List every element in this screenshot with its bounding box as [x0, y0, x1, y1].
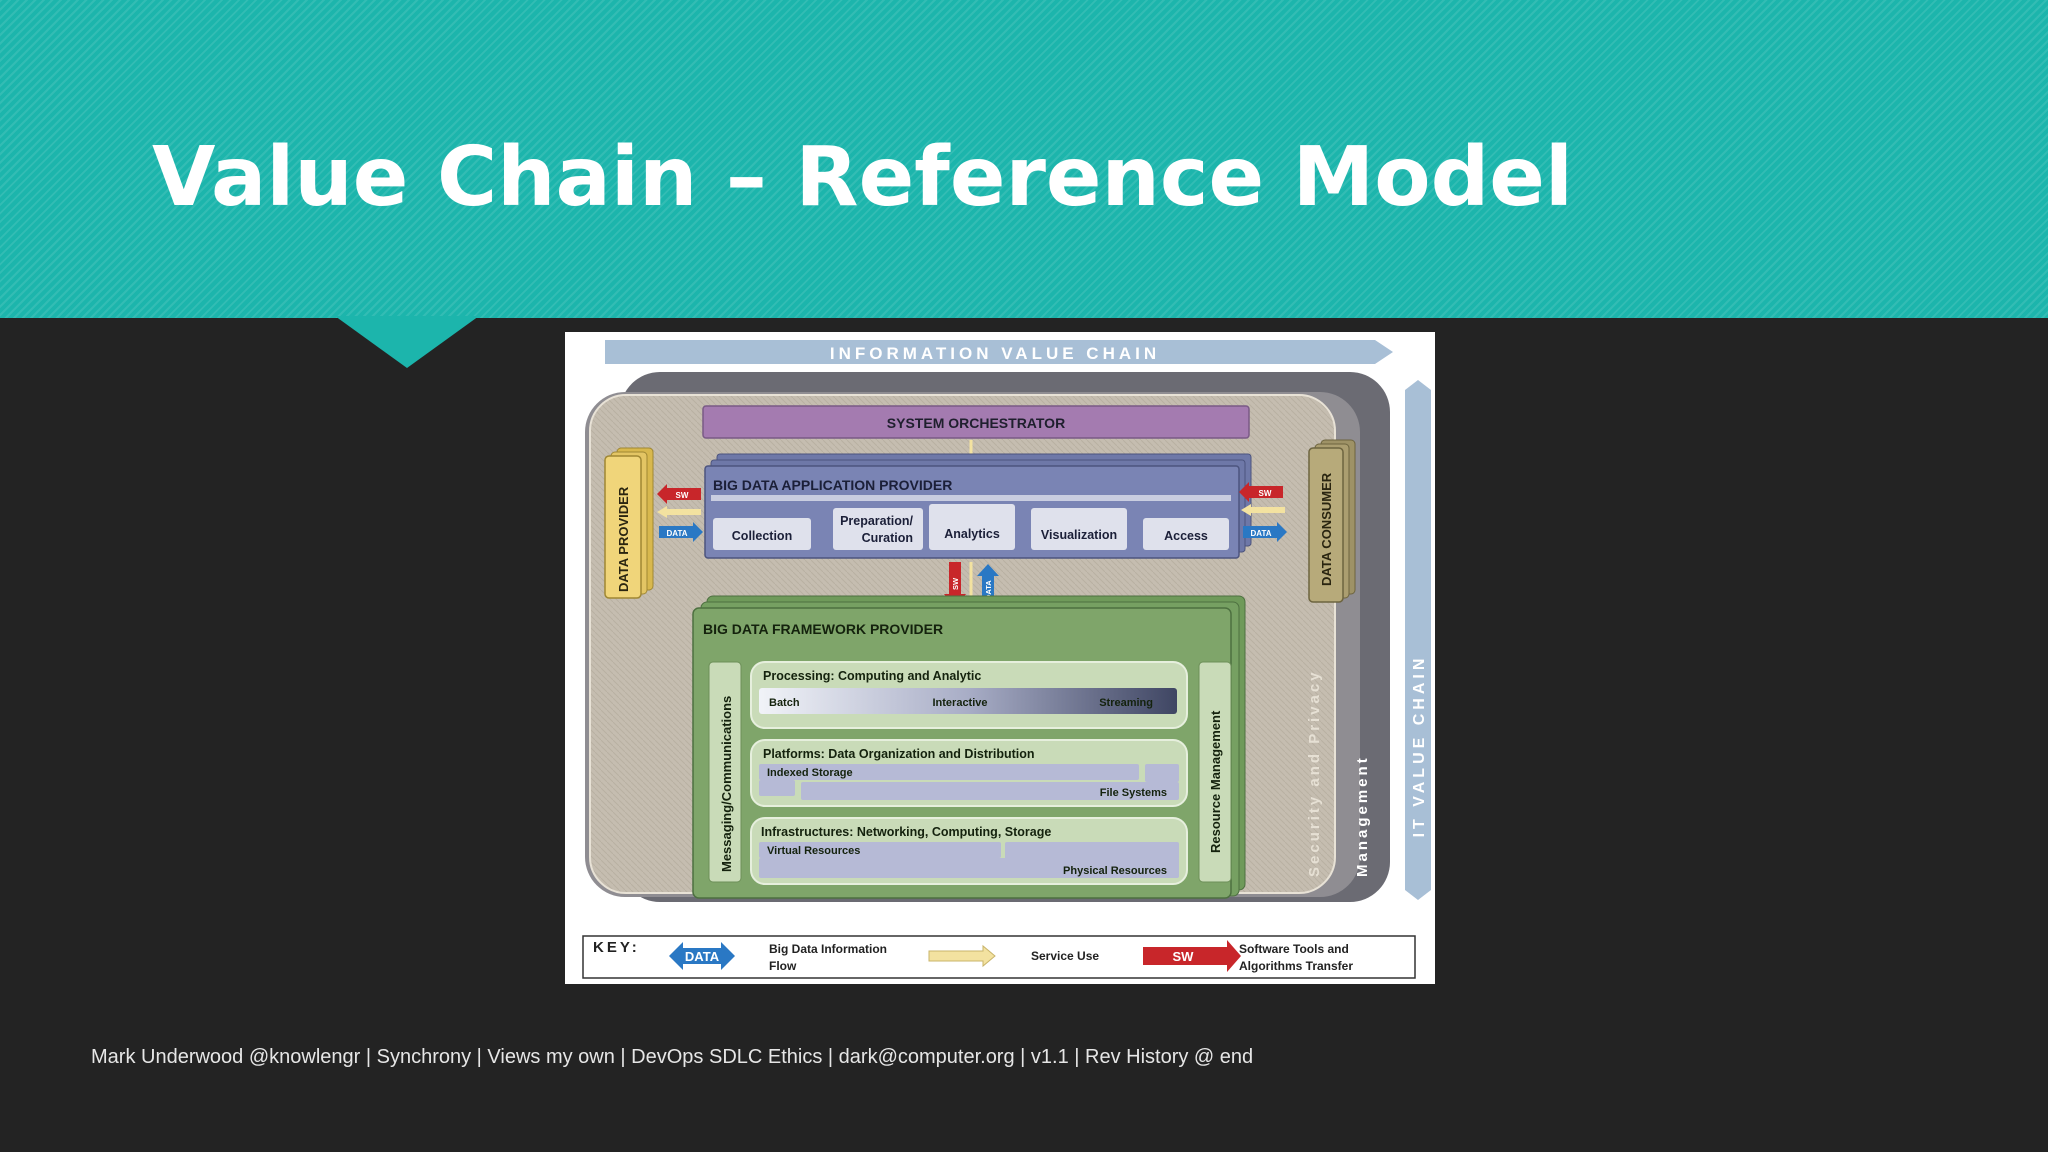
resource-mgmt-box — [1198, 661, 1232, 883]
sw-arrow-left — [657, 484, 701, 504]
file-systems-bar — [801, 782, 1179, 800]
virtual-resources-bar — [759, 842, 1001, 858]
physical-resources-label: Physical Resources — [1063, 865, 1167, 877]
resource-mgmt-label: Resource Management — [1208, 710, 1223, 853]
data-consumer — [1308, 447, 1344, 603]
service-arrow-left — [657, 506, 701, 518]
data-arrow-right-label: DATA — [1250, 529, 1271, 538]
title-banner — [0, 0, 2048, 318]
banner-notch — [335, 316, 479, 368]
data-arrow-vertical-label: DATA — [984, 580, 993, 600]
key-service-arrow — [928, 944, 996, 968]
preparation-label-1: Preparation/ — [840, 514, 913, 528]
indexed-storage-label: Indexed Storage — [767, 767, 853, 779]
collection-label: Collection — [732, 529, 792, 543]
key-sw-desc-1: Software Tools and — [1239, 942, 1349, 956]
file-systems-label: File Systems — [1100, 787, 1167, 799]
key-sw-arrow-label: SW — [1173, 949, 1195, 964]
data-arrow-left-label: DATA — [666, 529, 687, 538]
key-label: KEY: — [593, 939, 640, 956]
batch-label: Batch — [769, 697, 800, 709]
collection-box — [713, 518, 811, 550]
info-value-chain-arrow — [605, 340, 1393, 364]
it-value-chain-label: IT VALUE CHAIN — [1411, 655, 1428, 838]
service-arrow-right — [1241, 504, 1285, 516]
key-service-desc: Service Use — [1031, 949, 1099, 963]
visualization-box — [1031, 508, 1127, 550]
key-sw-arrow — [1143, 940, 1241, 972]
messaging-label: Messaging/Communications — [719, 696, 734, 872]
diagram-svg: INFORMATION VALUE CHAIN IT VALUE CHAIN M… — [582, 340, 1431, 979]
sw-arrow-right — [1239, 482, 1283, 502]
key-sw-desc-2: Algorithms Transfer — [1239, 959, 1353, 973]
data-arrow-right — [1243, 522, 1287, 542]
system-orchestrator-label: SYSTEM ORCHESTRATOR — [887, 415, 1065, 431]
physical-resources-bar — [759, 858, 1179, 878]
infrastructures-title: Infrastructures: Networking, Computing, … — [761, 825, 1051, 839]
analytics-box — [929, 504, 1015, 550]
it-value-chain-arrow — [1405, 380, 1431, 900]
key-data-arrow — [669, 942, 735, 970]
sw-arrow-left-label: SW — [676, 491, 689, 500]
app-provider-title: BIG DATA APPLICATION PROVIDER — [713, 477, 952, 493]
system-orchestrator — [702, 405, 1250, 439]
access-box — [1143, 518, 1229, 550]
data-provider — [604, 455, 642, 599]
sw-arrow-right-label: SW — [1259, 489, 1272, 498]
key-data-desc-1: Big Data Information — [769, 942, 887, 956]
indexed-storage-bar — [759, 764, 1139, 780]
sw-arrow-down-label: SW — [951, 577, 960, 590]
virtual-resources-label: Virtual Resources — [767, 845, 860, 857]
preparation-box — [833, 508, 923, 550]
info-value-chain-label: INFORMATION VALUE CHAIN — [830, 344, 1160, 363]
analytics-label: Analytics — [944, 527, 1000, 541]
processing-gradient-bar — [759, 688, 1177, 714]
slide-title: Value Chain – Reference Model — [152, 130, 1574, 225]
data-provider-label: DATA PROVIDER — [616, 486, 631, 592]
data-consumer-label: DATA CONSUMER — [1319, 472, 1334, 586]
processing-title: Processing: Computing and Analytic — [763, 669, 981, 683]
interactive-label: Interactive — [932, 697, 987, 709]
platforms-title: Platforms: Data Organization and Distrib… — [763, 747, 1035, 761]
slide-footer: Mark Underwood @knowlengr | Synchrony | … — [91, 1046, 1254, 1068]
framework-title: BIG DATA FRAMEWORK PROVIDER — [703, 621, 943, 637]
preparation-label-2: Curation — [862, 531, 913, 545]
messaging-box — [708, 661, 742, 883]
access-label: Access — [1164, 529, 1208, 543]
key-data-desc-2: Flow — [769, 959, 797, 973]
security-label: Security and Privacy — [1306, 669, 1323, 877]
management-label: Management — [1354, 755, 1371, 877]
data-arrow-left — [659, 522, 703, 542]
visualization-label: Visualization — [1041, 528, 1117, 542]
key-data-arrow-label: DATA — [685, 949, 720, 964]
reference-model-diagram: INFORMATION VALUE CHAIN IT VALUE CHAIN M… — [565, 332, 1435, 984]
streaming-label: Streaming — [1099, 697, 1153, 709]
